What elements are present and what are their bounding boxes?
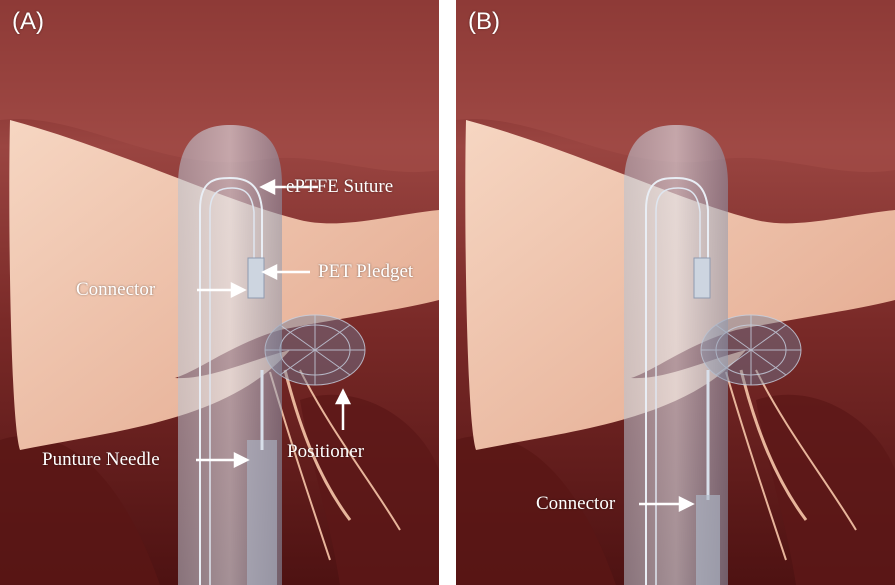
connector-label: Connector [536, 493, 615, 515]
panel-label: (B) [468, 8, 500, 36]
panel-b: (B) Connector [456, 0, 895, 585]
panel-label: (A) [12, 8, 44, 36]
positioner-label: Positioner [287, 441, 364, 463]
panel-a: (A) ePTFE Suture PET Pledget Connector P… [0, 0, 439, 585]
pet-pledget-label: PET Pledget [318, 261, 413, 283]
panel-a-illustration [0, 0, 439, 585]
panel-b-illustration [456, 0, 895, 585]
connector-label: Connector [76, 279, 155, 301]
punture-needle-label: Punture Needle [42, 449, 160, 471]
eptfe-suture-label: ePTFE Suture [286, 176, 393, 198]
